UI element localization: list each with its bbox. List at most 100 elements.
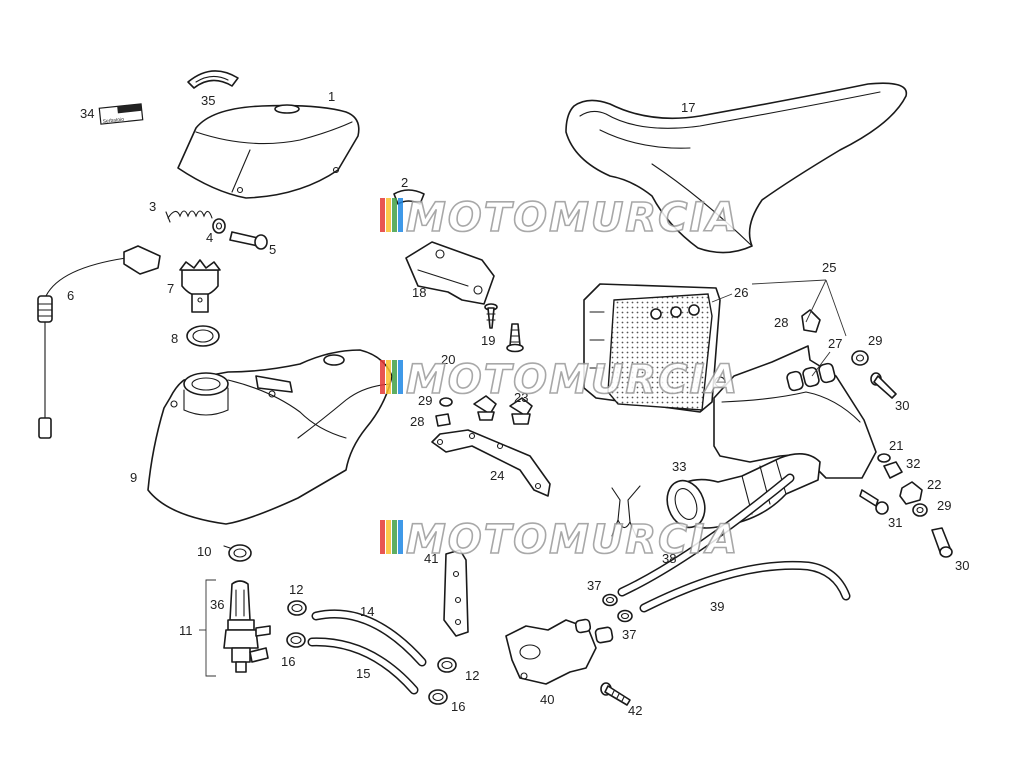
- callout-14: 14: [360, 604, 374, 619]
- callout-26: 26: [734, 285, 748, 300]
- part-16-clamp-left[interactable]: [286, 632, 306, 648]
- callout-38: 38: [662, 551, 676, 566]
- part-16-clamp-right[interactable]: [428, 689, 448, 705]
- watermark-top: MOTOMURCIA: [380, 194, 739, 242]
- callout-29-top-right: 29: [868, 333, 882, 348]
- watermark-middle: MOTOMURCIA: [380, 356, 739, 404]
- callout-30-bottom-right: 30: [955, 558, 969, 573]
- part-11-group-bracket: [199, 579, 216, 677]
- callout-8: 8: [171, 331, 178, 346]
- callout-11: 11: [179, 623, 193, 638]
- part-8-gasket[interactable]: [186, 325, 220, 347]
- callout-7: 7: [167, 281, 174, 296]
- part-4-washer[interactable]: [212, 218, 226, 234]
- part-34-sticker[interactable]: Serbatoio: [98, 103, 144, 125]
- callout-9: 9: [130, 470, 137, 485]
- part-7-tank-cap[interactable]: [179, 259, 221, 313]
- part-12-clamp-right[interactable]: [437, 657, 457, 673]
- part-29-washer-bottom-right[interactable]: [912, 503, 928, 517]
- part-39-hose[interactable]: [639, 560, 851, 613]
- callout-41: 41: [424, 551, 438, 566]
- part-5-pin[interactable]: [229, 231, 268, 250]
- part-10-clamp[interactable]: [223, 544, 252, 562]
- callout-31: 31: [888, 515, 902, 530]
- callout-4: 4: [206, 230, 213, 245]
- part-40-valve[interactable]: [505, 618, 614, 685]
- watermark-bottom: MOTOMURCIA: [380, 516, 739, 564]
- part-41-bracket[interactable]: [443, 549, 469, 637]
- part-12-clamp-left[interactable]: [287, 600, 307, 616]
- part-19-screw[interactable]: [484, 303, 498, 329]
- callout-34: 34: [80, 106, 94, 121]
- callout-27: 27: [828, 336, 842, 351]
- callout-10: 10: [197, 544, 211, 559]
- callout-32: 32: [906, 456, 920, 471]
- callout-24: 24: [490, 468, 504, 483]
- part-27-air-box[interactable]: [713, 345, 877, 479]
- part-31-screw[interactable]: [859, 489, 889, 515]
- part-30-bolt-top-right[interactable]: [870, 372, 897, 399]
- watermark-text-top: MOTOMURCIA: [406, 195, 739, 241]
- callout-36: 36: [210, 597, 224, 612]
- part-37-clamp-upper[interactable]: [602, 593, 618, 607]
- part-37-clamp-lower[interactable]: [617, 609, 633, 623]
- part-35-cap-decal[interactable]: [187, 70, 239, 89]
- callout-21: 21: [889, 438, 903, 453]
- part-32-nut[interactable]: [883, 461, 903, 479]
- callout-29-center: 29: [418, 393, 432, 408]
- watermark-text-bottom: MOTOMURCIA: [406, 517, 739, 563]
- part-38-hose[interactable]: [617, 473, 795, 597]
- part-6-fuel-sender[interactable]: [37, 245, 161, 439]
- callout-16-right: 16: [451, 699, 465, 714]
- callout-25: 25: [822, 260, 836, 275]
- part-3-spring[interactable]: [165, 210, 213, 223]
- callout-1: 1: [328, 89, 335, 104]
- part-24-support-plate[interactable]: [431, 429, 551, 497]
- part-21-washer[interactable]: [877, 453, 891, 463]
- callout-37-upper: 37: [587, 578, 601, 593]
- part-9-fuel-tank[interactable]: [147, 349, 393, 525]
- callout-6: 6: [67, 288, 74, 303]
- part-14-hose[interactable]: [311, 609, 427, 667]
- spring-clip[interactable]: [611, 485, 641, 537]
- part-1-tank-cover[interactable]: [177, 104, 360, 199]
- callout-18: 18: [412, 285, 426, 300]
- callout-12-left: 12: [289, 582, 303, 597]
- part-23-dampers[interactable]: [473, 395, 533, 425]
- callout-labels: 1 2 3 4 5 6 7 8 9 10 11 12 12 14 15 16 1…: [67, 89, 969, 718]
- part-29-washer-top-right[interactable]: [851, 350, 869, 366]
- part-20-screw[interactable]: [506, 323, 524, 353]
- callout-17: 17: [681, 100, 695, 115]
- part-18-mount-bracket[interactable]: [405, 241, 495, 305]
- callout-28-center: 28: [410, 414, 424, 429]
- part-15-hose[interactable]: [307, 637, 419, 695]
- callout-22: 22: [927, 477, 941, 492]
- part-33-intake-boot[interactable]: [661, 453, 821, 533]
- callout-20: 20: [441, 352, 455, 367]
- callout-35: 35: [201, 93, 215, 108]
- part-28-nut-center[interactable]: [435, 413, 451, 427]
- callout-40: 40: [540, 692, 554, 707]
- part-28-clip-right[interactable]: [801, 309, 821, 333]
- callout-29-bottom-right: 29: [937, 498, 951, 513]
- callout-28-right: 28: [774, 315, 788, 330]
- callout-33: 33: [672, 459, 686, 474]
- part-22-damper[interactable]: [899, 481, 923, 505]
- watermark-text-middle: MOTOMURCIA: [406, 357, 739, 403]
- callout-16-left: 16: [281, 654, 295, 669]
- part-42-bolt[interactable]: [600, 682, 631, 706]
- callout-2: 2: [401, 175, 408, 190]
- callout-30-top-right: 30: [895, 398, 909, 413]
- callout-23: 23: [514, 390, 528, 405]
- callout-3: 3: [149, 199, 156, 214]
- leader-lines: [711, 279, 847, 377]
- part-29-washer-center[interactable]: [439, 397, 453, 407]
- callout-39: 39: [710, 599, 724, 614]
- part-36-fuel-tap[interactable]: [223, 580, 271, 673]
- part-26-air-filter[interactable]: [583, 283, 721, 413]
- callout-5: 5: [269, 242, 276, 257]
- part-17-seat[interactable]: [565, 82, 908, 254]
- callout-12-right: 12: [465, 668, 479, 683]
- part-30-bolt-bottom-right[interactable]: [931, 527, 953, 558]
